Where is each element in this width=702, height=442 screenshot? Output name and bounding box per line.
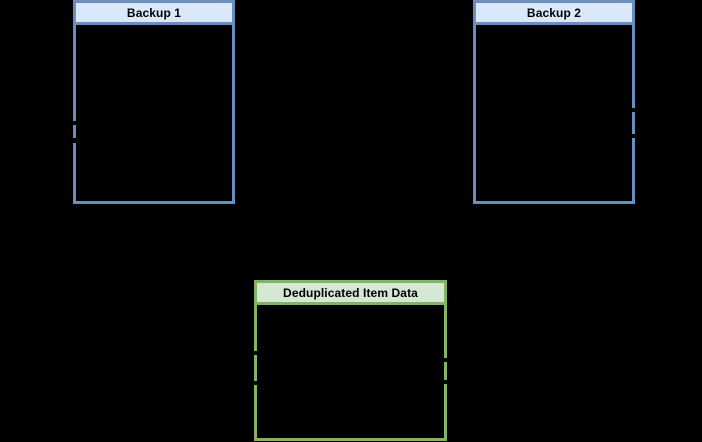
backup-2-title: Backup 2 — [526, 5, 582, 20]
connector-stub — [442, 380, 449, 384]
deduplicated-item-data-header: Deduplicated Item Data — [257, 283, 444, 305]
deduplicated-item-data-title: Deduplicated Item Data — [283, 285, 418, 300]
connector-stub — [71, 121, 78, 125]
connector-stub — [630, 134, 637, 138]
connector-stub — [630, 108, 637, 112]
deduplicated-item-data-body — [257, 305, 444, 438]
backup-1-node: Backup 1 — [73, 0, 235, 204]
backup-1-header: Backup 1 — [76, 3, 232, 25]
connector-stub — [71, 138, 78, 143]
connector-stub — [252, 351, 259, 355]
backup-1-body — [76, 25, 232, 201]
connector-stub — [252, 381, 259, 385]
backup-2-header: Backup 2 — [476, 3, 632, 25]
deduplicated-item-data-node: Deduplicated Item Data — [254, 280, 447, 441]
backup-2-body — [476, 25, 632, 201]
backup-1-title: Backup 1 — [126, 5, 182, 20]
connector-stub — [442, 358, 449, 362]
backup-2-node: Backup 2 — [473, 0, 635, 204]
